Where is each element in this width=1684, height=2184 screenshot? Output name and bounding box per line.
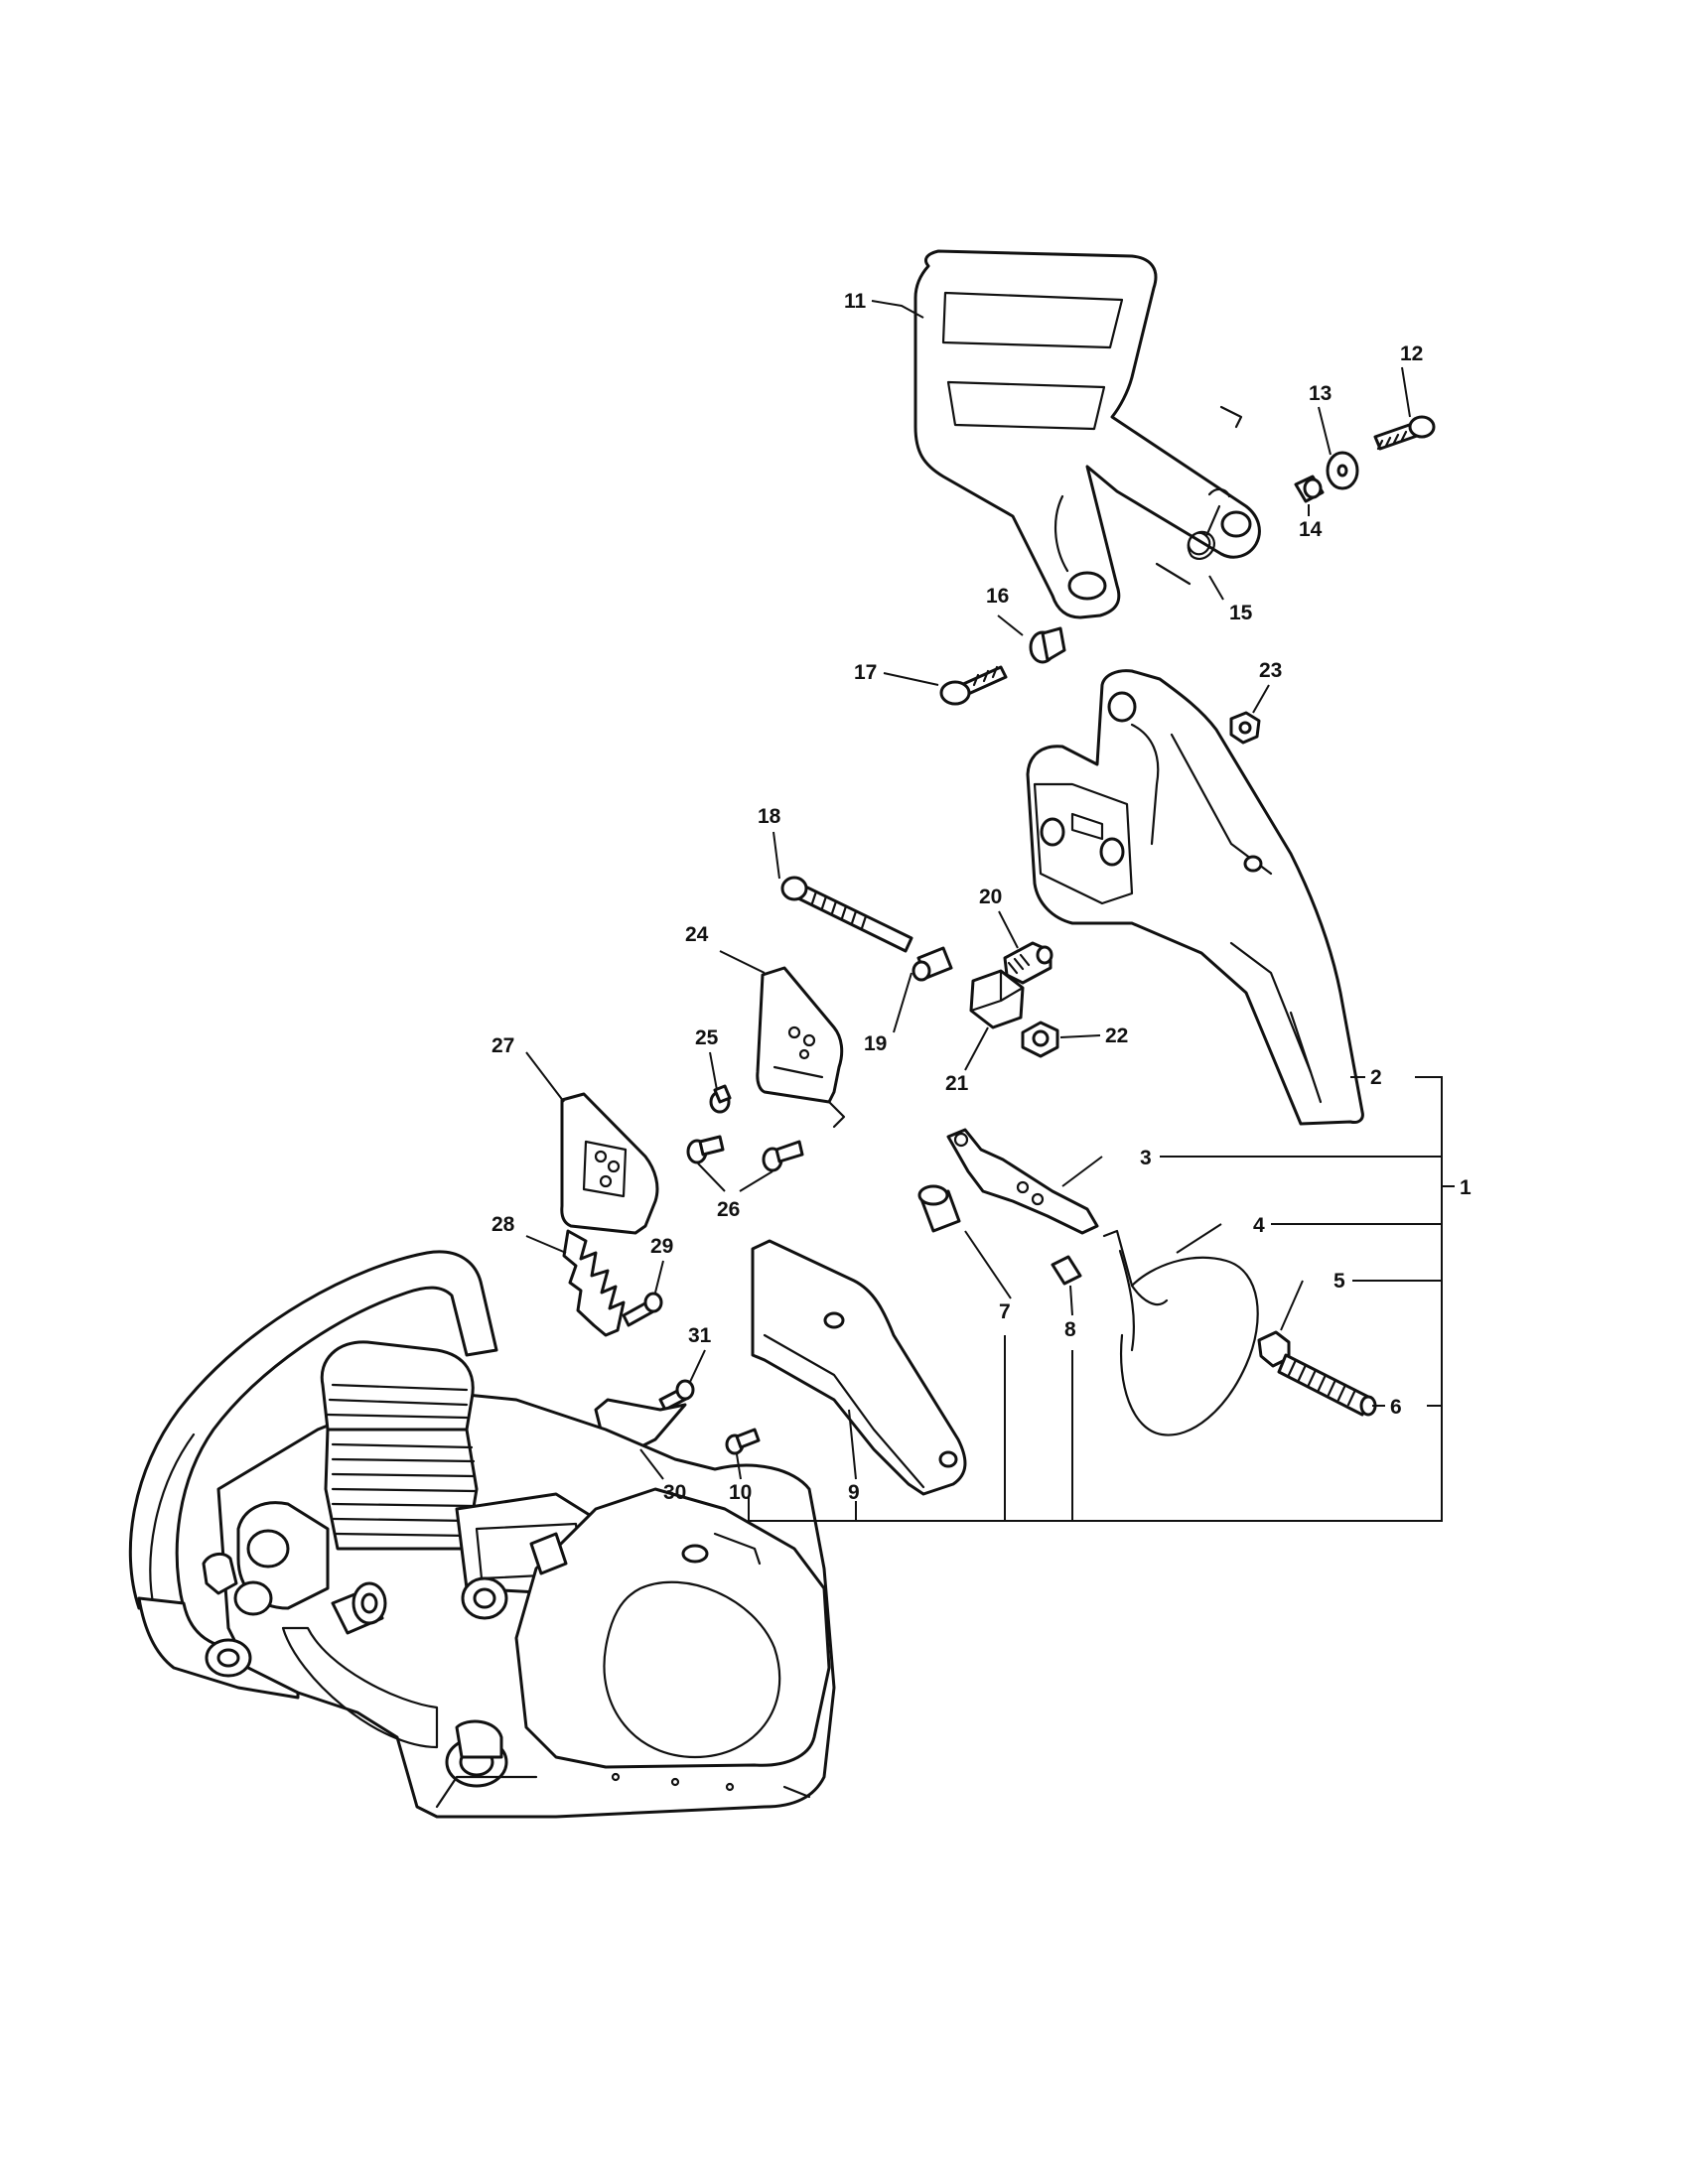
callout-1: 1 (1460, 1176, 1472, 1199)
callout-8: 8 (1064, 1318, 1076, 1341)
callout-15: 15 (1229, 602, 1253, 624)
callout-21: 21 (945, 1072, 969, 1095)
leader-lines (525, 300, 1455, 1522)
callout-9: 9 (848, 1481, 860, 1504)
part-3-brake-lever[interactable] (946, 1128, 1099, 1235)
part-18-tensioner-bolt[interactable] (780, 876, 913, 953)
callout-13: 13 (1309, 382, 1332, 405)
part-13-washer[interactable] (1326, 451, 1359, 490)
part-22-nut[interactable] (1021, 1021, 1059, 1058)
part-31-screw[interactable] (658, 1379, 695, 1412)
part-27-plate[interactable] (560, 1092, 659, 1235)
part-9-guide-plate[interactable] (751, 1239, 967, 1496)
part-10-screw[interactable] (725, 1428, 761, 1455)
saw-powerhead (128, 1250, 836, 1819)
part-8-pin[interactable] (1051, 1255, 1082, 1286)
part-17-bolt[interactable] (939, 665, 1008, 706)
callout-30: 30 (663, 1481, 686, 1504)
callout-20: 20 (979, 886, 1002, 908)
callout-28: 28 (491, 1213, 515, 1236)
callout-7: 7 (999, 1300, 1011, 1323)
callout-19: 19 (864, 1032, 887, 1055)
callout-25: 25 (695, 1026, 719, 1049)
part-20-gear[interactable] (1003, 941, 1053, 985)
part-24-plate[interactable] (756, 966, 846, 1129)
part-14-collar[interactable] (1294, 475, 1325, 503)
callout-11: 11 (844, 290, 867, 313)
callout-17: 17 (854, 661, 877, 684)
callout-24: 24 (685, 923, 709, 946)
callout-12: 12 (1400, 342, 1423, 365)
callout-16: 16 (986, 585, 1009, 608)
callout-4: 4 (1253, 1214, 1265, 1237)
part-26-screws[interactable] (686, 1135, 804, 1172)
part-23-nut[interactable] (1229, 711, 1261, 745)
callout-labels: 11 12 13 14 15 16 17 23 18 20 24 19 22 2… (491, 290, 1472, 1504)
callout-29: 29 (650, 1235, 673, 1258)
part-11-chain-brake-handle[interactable] (913, 249, 1261, 619)
callout-5: 5 (1333, 1270, 1345, 1293)
part-21-block[interactable] (969, 969, 1025, 1029)
callout-3: 3 (1140, 1147, 1152, 1169)
part-12-screw[interactable] (1373, 415, 1436, 451)
part-16-washer[interactable] (1029, 626, 1066, 664)
part-4-brake-band[interactable] (1102, 1229, 1259, 1436)
callout-27: 27 (491, 1034, 514, 1057)
part-28-bumper-spike[interactable] (562, 1229, 626, 1337)
part-15-spring[interactable] (1155, 504, 1221, 586)
part-29-screw[interactable] (622, 1292, 663, 1327)
callout-10: 10 (729, 1481, 752, 1504)
callout-6: 6 (1390, 1396, 1402, 1419)
callout-2: 2 (1370, 1066, 1382, 1089)
part-25-screw[interactable] (709, 1084, 732, 1114)
callout-31: 31 (688, 1324, 712, 1347)
callout-22: 22 (1105, 1024, 1128, 1047)
part-2-clutch-cover[interactable] (1026, 669, 1364, 1126)
part-7-sleeve[interactable] (917, 1184, 961, 1233)
callout-26: 26 (717, 1198, 740, 1221)
part-6-spring[interactable] (1277, 1353, 1377, 1417)
callout-18: 18 (758, 805, 781, 828)
callout-14: 14 (1299, 518, 1323, 541)
callout-23: 23 (1259, 659, 1282, 682)
part-19-pin[interactable] (912, 946, 953, 982)
